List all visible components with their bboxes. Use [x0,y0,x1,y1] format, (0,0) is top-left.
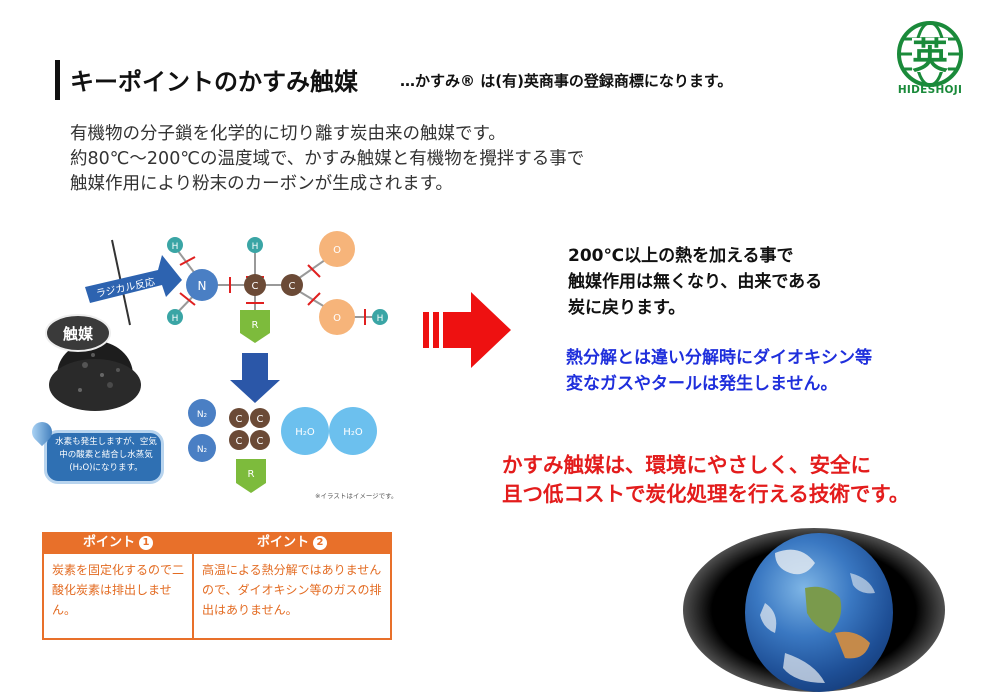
svg-text:H₂O: H₂O [343,427,363,438]
point-text: 高温による熱分解ではありませんので、ダイオキシン等のガスの排出はありません。 [202,563,382,617]
down-arrow [230,353,280,403]
svg-text:H₂O: H₂O [295,427,315,438]
catalyst-pile [49,341,141,411]
svg-text:C: C [257,436,264,447]
r-group: R [240,310,270,343]
svg-text:N: N [198,279,207,293]
right-arrow-icon [423,292,511,368]
svg-text:C: C [236,436,243,447]
atom-h: H [372,309,388,325]
catalyst-label: 触媒 [63,325,94,343]
atom-c: C [229,408,249,428]
svg-text:H: H [377,314,384,324]
summary-statement: かすみ触媒は、環境にやさしく、安全に 且つ低コストで炭化処理を行える技術です。 [502,453,910,506]
heat-explanation: 200℃以上の熱を加える事で 触媒作用は無くなり、由来である 炭に戻ります。 [568,246,823,318]
atom-o: O [319,299,355,335]
svg-text:H: H [252,242,259,252]
atom-c: C [250,408,270,428]
reaction-diagram: ラジカル反応 触媒 H H H H N C C O O R [45,231,388,493]
atom-c: C [281,274,303,296]
svg-text:N₂: N₂ [197,410,208,420]
earth-image [745,533,893,692]
hideshoji-logo: 英 [897,21,963,87]
atom-c: C [250,430,270,450]
hydrogen-callout-text: 水素も発生しますが、空気中の酸素と結合し水蒸気(H₂O)になります。 [55,437,157,473]
no-dioxin-note: 熱分解とは違い分解時にダイオキシン等 変なガスやタールは発生しません。 [566,348,872,394]
svg-text:O: O [333,245,341,256]
point-number: 1 [139,536,153,550]
svg-text:R: R [252,320,259,331]
svg-text:C: C [257,414,264,425]
molecule-h2o: H₂O [281,407,329,455]
svg-text:O: O [333,313,341,324]
intro-line: 有機物の分子鎖を化学的に切り離す炭由来の触媒です。 [70,124,506,144]
page-title: キーポイントのかすみ触媒 [70,68,358,96]
svg-text:N₂: N₂ [197,445,208,455]
svg-text:C: C [252,281,259,292]
atom-n2: N₂ [188,434,216,462]
svg-text:H: H [172,314,179,324]
atom-h: H [167,309,183,325]
svg-text:R: R [248,469,255,480]
hydrogen-callout [44,430,164,484]
logo-glyph: 英 [912,36,949,77]
intro-line: 約80℃～200℃の温度域で、かすみ触媒と有機物を攪拌する事で [70,149,585,169]
atom-o: O [319,231,355,267]
atom-h: H [247,237,263,253]
title-bar [55,60,60,100]
atom-c: C [229,430,249,450]
svg-text:C: C [236,414,243,425]
logo-text: HIDESHOJI [897,84,963,96]
trademark-note: …かすみ® は(有)英商事の登録商標になります。 [400,72,733,90]
catalyst-label-badge: 触媒 [45,314,111,352]
molecule-h2o: H₂O [329,407,377,455]
illustration-note: ※イラストはイメージです。 [315,492,398,500]
atom-h: H [167,237,183,253]
atom-n2: N₂ [188,399,216,427]
point-number: 2 [313,536,327,550]
intro-text: 有機物の分子鎖を化学的に切り離す炭由来の触媒です。 約80℃～200℃の温度域で… [70,122,584,197]
svg-text:H: H [172,242,179,252]
radical-arrow: ラジカル反応 [85,255,182,303]
atom-n: N [186,269,218,301]
r-group: R [236,459,266,493]
intro-line: 触媒作用により粉末のカーボンが生成されます。 [70,174,453,194]
point-text: 炭素を固定化するので二酸化炭素は排出しません。 [52,563,185,617]
svg-text:C: C [289,281,296,292]
atom-c: C [244,274,266,296]
